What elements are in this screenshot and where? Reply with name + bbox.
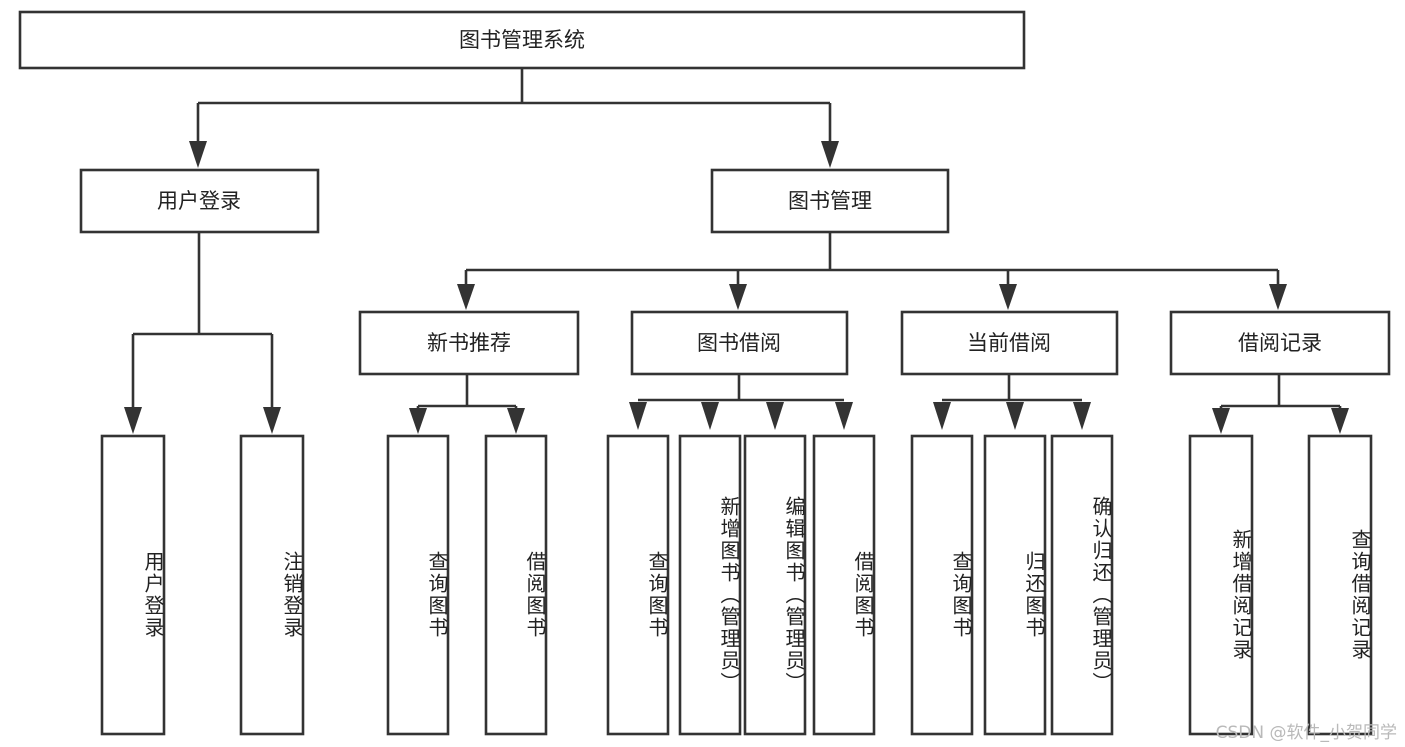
node-label-new-book-recommend: 新书推荐 bbox=[427, 331, 511, 355]
arrow-head-leaf-query-book-2 bbox=[629, 402, 647, 430]
connector-group-borrow-record bbox=[1212, 374, 1349, 434]
leaf-box-logout[interactable] bbox=[239, 434, 305, 736]
arrow-head-leaf-confirm-return bbox=[1073, 402, 1091, 430]
node-label-book-borrow: 图书借阅 bbox=[697, 331, 781, 355]
leaf-box-group bbox=[100, 434, 1373, 736]
arrow-head-leaf-borrow-book-2 bbox=[835, 402, 853, 430]
leaf-box-user-login[interactable] bbox=[100, 434, 166, 736]
arrow-head-book-borrow bbox=[729, 284, 747, 310]
arrow-head-leaf-user-login bbox=[124, 407, 142, 434]
node-label-borrow-record: 借阅记录 bbox=[1238, 331, 1322, 355]
connector-group-book-manage bbox=[457, 232, 1287, 310]
node-label-user-login: 用户登录 bbox=[157, 189, 241, 213]
arrow-head-leaf-logout bbox=[263, 407, 281, 434]
arrow-head-new-book-recommend bbox=[457, 284, 475, 310]
node-label-current-borrow: 当前借阅 bbox=[967, 331, 1051, 355]
csdn-watermark: CSDN @软件_小贺同学 bbox=[1215, 723, 1397, 743]
node-label-book-manage: 图书管理 bbox=[788, 189, 872, 213]
node-box-book-borrow[interactable] bbox=[630, 310, 849, 376]
node-label-title: 图书管理系统 bbox=[459, 28, 585, 52]
arrow-head-leaf-query-book-1 bbox=[409, 408, 427, 434]
arrow-head-user-login bbox=[189, 141, 207, 168]
node-box-borrow-record[interactable] bbox=[1169, 310, 1391, 376]
arrow-head-leaf-return-book bbox=[1006, 402, 1024, 430]
node-user-login[interactable]: 用户登录 bbox=[79, 168, 320, 234]
node-new-book-recommend[interactable]: 新书推荐 bbox=[358, 310, 580, 376]
arrow-head-borrow-record bbox=[1269, 284, 1287, 310]
arrow-head-leaf-query-record bbox=[1331, 408, 1349, 434]
leaf-box-query-book-2[interactable] bbox=[606, 434, 670, 736]
node-current-borrow[interactable]: 当前借阅 bbox=[900, 310, 1119, 376]
leaf-box-query-record[interactable] bbox=[1307, 434, 1373, 736]
node-title[interactable]: 图书管理系统 bbox=[18, 10, 1026, 70]
node-box-user-login[interactable] bbox=[79, 168, 320, 234]
leaf-box-query-book-3[interactable] bbox=[910, 434, 974, 736]
connector-group-root bbox=[189, 68, 839, 168]
arrow-head-leaf-add-book bbox=[701, 402, 719, 430]
leaf-box-borrow-book-1[interactable] bbox=[484, 434, 548, 736]
node-book-manage[interactable]: 图书管理 bbox=[710, 168, 950, 234]
arrow-head-leaf-query-book-3 bbox=[933, 402, 951, 430]
arrow-head-book-manage bbox=[821, 141, 839, 168]
leaf-box-edit-book[interactable] bbox=[743, 434, 807, 736]
arrow-head-leaf-edit-book bbox=[766, 402, 784, 430]
node-box-book-manage[interactable] bbox=[710, 168, 950, 234]
node-box-title[interactable] bbox=[18, 10, 1026, 70]
node-borrow-record[interactable]: 借阅记录 bbox=[1169, 310, 1391, 376]
leaf-box-return-book[interactable] bbox=[983, 434, 1047, 736]
arrow-head-leaf-borrow-book-1 bbox=[507, 408, 525, 434]
leaf-box-confirm-return[interactable] bbox=[1050, 434, 1114, 736]
arrow-head-leaf-add-record bbox=[1212, 408, 1230, 434]
connector-group-book-borrow bbox=[629, 374, 853, 430]
leaf-box-add-book[interactable] bbox=[678, 434, 742, 736]
leaf-box-query-book-1[interactable] bbox=[386, 434, 450, 736]
node-book-borrow[interactable]: 图书借阅 bbox=[630, 310, 849, 376]
node-box-new-book-recommend[interactable] bbox=[358, 310, 580, 376]
leaf-box-add-record[interactable] bbox=[1188, 434, 1254, 736]
connector-group-current-borrow bbox=[933, 374, 1091, 430]
node-box-current-borrow[interactable] bbox=[900, 310, 1119, 376]
arrow-head-current-borrow bbox=[999, 284, 1017, 310]
connector-group-new-book-recommend bbox=[409, 374, 525, 434]
leaf-box-borrow-book-2[interactable] bbox=[812, 434, 876, 736]
connector-group-user-login bbox=[124, 232, 281, 434]
